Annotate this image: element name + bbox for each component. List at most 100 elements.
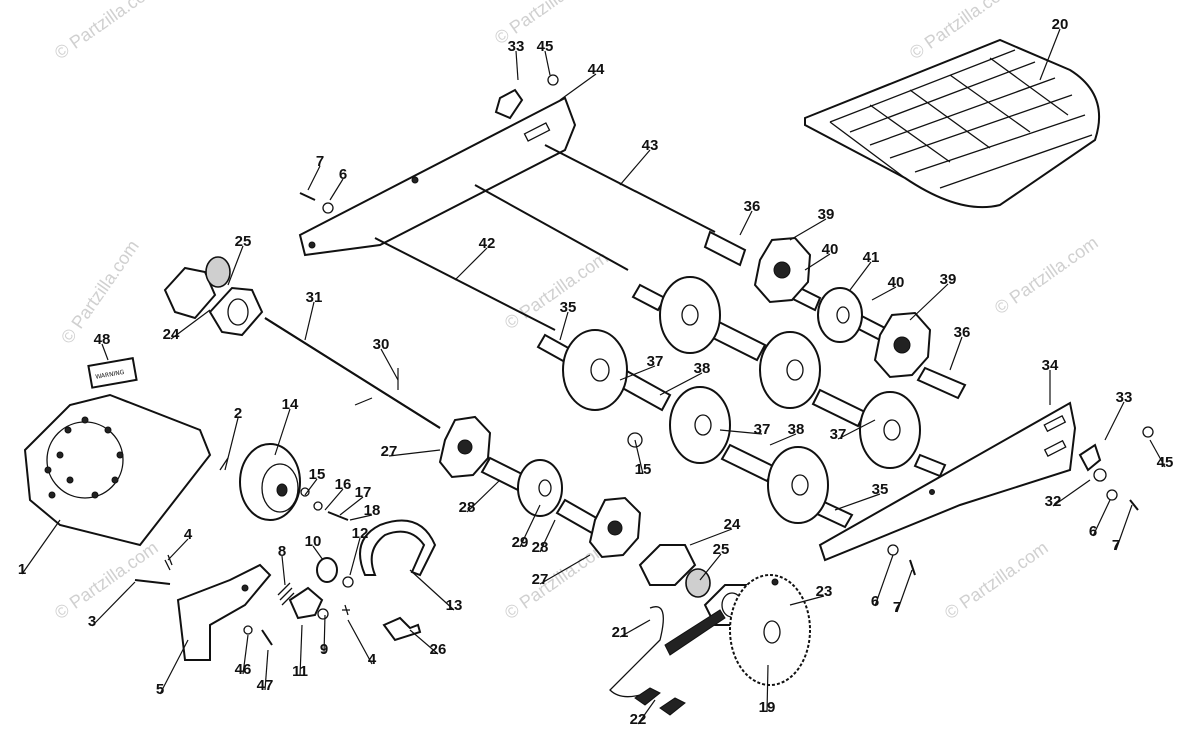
- callout-leader-24: [689, 528, 733, 546]
- callout-leader-23: [789, 595, 825, 606]
- callout-label-21: 21: [612, 624, 629, 641]
- callout-leader-16: [324, 488, 344, 511]
- callout-label-42: 42: [479, 235, 496, 252]
- callout-label-28: 28: [532, 539, 549, 556]
- callout-label-4: 4: [184, 526, 193, 543]
- callout-leader-17: [339, 496, 364, 516]
- callout-label-8: 8: [278, 543, 286, 560]
- callout-label-14: 14: [282, 396, 299, 413]
- callout-label-33: 33: [508, 38, 525, 55]
- callout-label-6: 6: [339, 166, 347, 183]
- callout-label-16: 16: [335, 476, 352, 493]
- callout-leader-37: [837, 419, 876, 440]
- callout-label-7: 7: [893, 599, 901, 616]
- upper-slide-rail-part-44: [298, 96, 577, 257]
- callout-leader-18: [349, 514, 373, 521]
- callout-label-17: 17: [355, 484, 372, 501]
- callout-label-35: 35: [872, 481, 889, 498]
- callout-label-37: 37: [830, 426, 847, 443]
- callout-label-47: 47: [257, 677, 274, 694]
- callout-label-24: 24: [724, 516, 741, 533]
- callout-label-29: 29: [512, 534, 529, 551]
- callout-label-13: 13: [446, 597, 463, 614]
- lower-slide-rail-part-34: [818, 401, 1077, 562]
- brake-band-part-13: [359, 519, 437, 577]
- callout-label-10: 10: [305, 533, 322, 550]
- callout-label-31: 31: [306, 289, 323, 306]
- callout-leader-30: [380, 348, 399, 381]
- drive-sprockets: [438, 236, 932, 559]
- callout-leader-8: [281, 555, 286, 586]
- large-sprocket-part-19: [729, 574, 811, 686]
- callout-leader-14: [274, 408, 291, 456]
- callout-leader-19: [766, 664, 769, 713]
- callout-label-25: 25: [713, 541, 730, 558]
- callout-leader-45: [544, 50, 551, 76]
- drive-chain-part-21: [609, 606, 726, 716]
- callout-leader-35: [834, 493, 881, 511]
- callout-label-27: 27: [532, 571, 549, 588]
- callout-label-39: 39: [818, 206, 835, 223]
- callout-label-6: 6: [1089, 523, 1097, 540]
- idler-wheels: [517, 276, 921, 524]
- callout-leader-15: [304, 478, 318, 496]
- callout-label-20: 20: [1052, 16, 1069, 33]
- callout-label-24: 24: [163, 326, 180, 343]
- callout-leader-36: [949, 336, 963, 371]
- callout-label-26: 26: [430, 641, 447, 658]
- callout-leader-4: [167, 538, 189, 561]
- callout-label-41: 41: [863, 249, 880, 266]
- callout-label-46: 46: [235, 661, 252, 678]
- callout-leader-21: [619, 619, 651, 638]
- callout-label-36: 36: [954, 324, 971, 341]
- callout-leader-4: [347, 619, 373, 665]
- callout-leader-29: [519, 504, 541, 548]
- callout-label-38: 38: [694, 360, 711, 377]
- callout-leader-40: [804, 253, 831, 271]
- callout-leader-44: [559, 73, 597, 101]
- callout-label-3: 3: [88, 613, 96, 630]
- callout-label-35: 35: [560, 299, 577, 316]
- callout-label-40: 40: [888, 274, 905, 291]
- callout-leader-7: [896, 569, 913, 613]
- callout-label-37: 37: [754, 421, 771, 438]
- axle-part-31: [264, 317, 441, 429]
- callout-label-28: 28: [459, 499, 476, 516]
- pulley-part-14: [239, 443, 301, 521]
- callout-label-43: 43: [642, 137, 659, 154]
- callout-leader-11: [299, 624, 303, 677]
- callout-leader-40: [871, 286, 897, 301]
- callout-label-7: 7: [1112, 537, 1120, 554]
- callout-leader-7: [1115, 504, 1133, 551]
- callout-label-40: 40: [822, 241, 839, 258]
- callout-label-27: 27: [381, 443, 398, 460]
- callout-label-6: 6: [871, 593, 879, 610]
- callout-label-2: 2: [234, 405, 242, 422]
- callout-label-15: 15: [309, 466, 326, 483]
- callout-label-39: 39: [940, 271, 957, 288]
- callout-label-32: 32: [1045, 493, 1062, 510]
- callout-leader-27: [539, 554, 591, 585]
- callout-label-36: 36: [744, 198, 761, 215]
- callout-label-45: 45: [537, 38, 554, 55]
- callout-leader-25: [227, 245, 244, 286]
- callout-label-30: 30: [373, 336, 390, 353]
- callout-label-38: 38: [788, 421, 805, 438]
- chaincase-cover-part-1: [23, 393, 212, 547]
- callout-label-12: 12: [352, 525, 369, 542]
- callout-label-15: 15: [635, 461, 652, 478]
- callout-leader-25: [699, 553, 722, 581]
- callout-leader-15: [634, 439, 644, 475]
- callout-leader-3: [91, 581, 136, 627]
- callout-label-22: 22: [630, 711, 647, 728]
- callout-label-11: 11: [292, 663, 308, 680]
- callout-leader-12: [349, 537, 361, 576]
- callout-leader-5: [159, 639, 189, 695]
- callout-leader-26: [409, 629, 439, 655]
- callout-leader-43: [619, 149, 651, 186]
- callout-leader-39: [789, 218, 827, 241]
- callout-leader-46: [242, 634, 249, 675]
- callout-label-5: 5: [156, 681, 164, 698]
- callout-leader-20: [1039, 28, 1061, 81]
